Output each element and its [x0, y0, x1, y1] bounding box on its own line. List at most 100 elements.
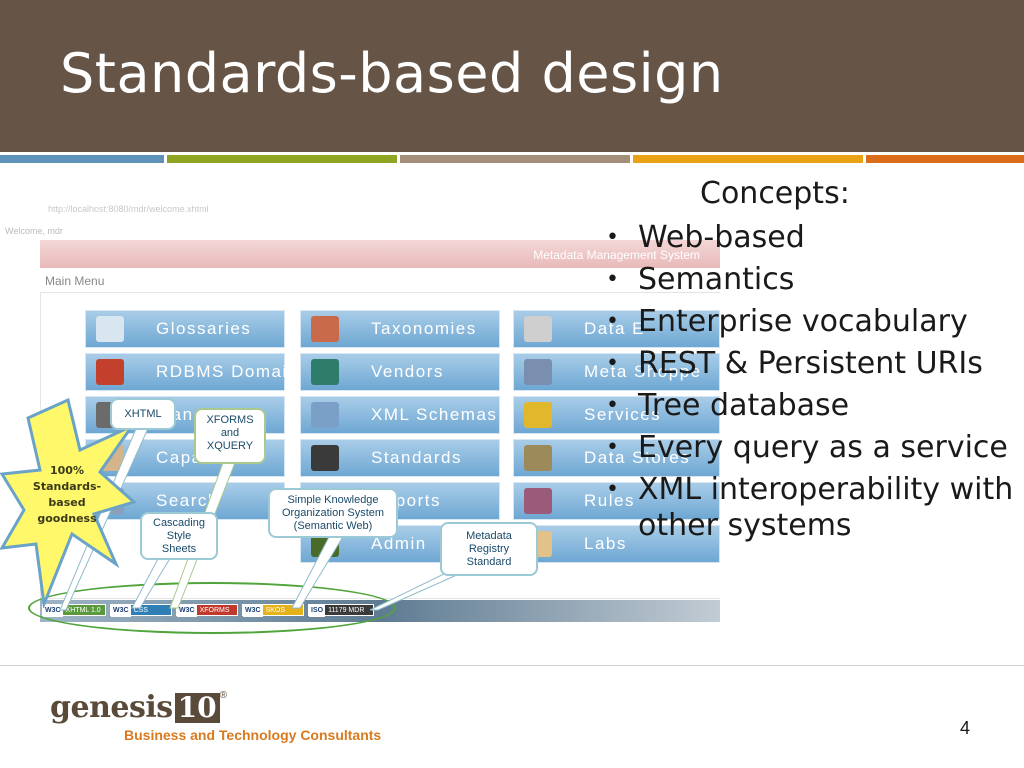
callout-xhtml-text: XHTML: [124, 408, 162, 420]
main-menu-label: Main Menu: [45, 274, 105, 288]
menu-button[interactable]: Glossaries: [85, 310, 285, 348]
menu-button-label: Standards: [371, 448, 462, 467]
menu-button[interactable]: Taxonomies: [300, 310, 500, 348]
standards-icon: [311, 445, 339, 471]
starburst-icon: [0, 398, 136, 608]
menu-button-label: XML Schemas: [371, 405, 498, 424]
concept-text: Enterprise vocabulary: [638, 304, 968, 339]
footer-divider: [0, 665, 1024, 666]
callout-css-line-2: Style: [166, 530, 192, 542]
list-item: • Tree database: [606, 388, 1016, 424]
menu-button-label: Services: [584, 405, 662, 424]
starburst-label: 100% Standards- based goodness: [22, 463, 112, 527]
menu-button[interactable]: Vendors: [300, 353, 500, 391]
menu-button[interactable]: Data E: [513, 310, 720, 348]
list-item: • Semantics: [606, 262, 1016, 298]
service-icon: [524, 402, 552, 428]
list-item: • REST & Persistent URIs: [606, 346, 1016, 382]
callout-css-line-1: Cascading: [153, 517, 205, 529]
menu-button[interactable]: Rules: [513, 482, 720, 520]
callout-xforms: XFORMS and XQUERY: [194, 408, 266, 464]
datastore-icon: [524, 445, 552, 471]
starburst-line-2: Standards-: [32, 480, 102, 493]
company-tagline: Business and Technology Consultants: [124, 727, 382, 743]
menu-button-label: Admin: [371, 534, 427, 553]
stripe-blue: [0, 155, 164, 163]
stripe-gold: [633, 155, 863, 163]
app-title: Metadata Management System: [533, 248, 700, 262]
callout-mdr-line-1: Metadata: [466, 530, 512, 542]
menu-button-label: RDBMS Domains: [156, 362, 309, 381]
menu-button-label: Data E: [584, 319, 645, 338]
menu-button-label: Meta Shoppe: [584, 362, 702, 381]
menu-button[interactable]: Services: [513, 396, 720, 434]
callout-xforms-line-3: XQUERY: [206, 440, 254, 452]
callout-mdr-line-2: Registry: [468, 543, 510, 555]
starburst-line-3: based: [48, 496, 86, 509]
menu-button[interactable]: Labs: [513, 525, 720, 563]
callout-skos-line-3: (Semantic Web): [293, 520, 373, 532]
callout-mdr: Metadata Registry Standard: [440, 522, 538, 576]
menu-button-label: Taxonomies: [371, 319, 477, 338]
concepts-heading: Concepts:: [700, 176, 850, 211]
url-text: http://localhost:8080/mdr/welcome.xhtml: [48, 204, 209, 214]
concept-text: Tree database: [638, 388, 850, 423]
callout-mdr-line-3: Standard: [466, 556, 512, 568]
welcome-text: Welcome, mdr: [5, 226, 63, 236]
list-item: • Web-based: [606, 220, 1016, 256]
callout-xforms-line-1: XFORMS: [206, 414, 254, 426]
menu-button-label: Search: [156, 491, 219, 510]
logo-registered-mark: ®: [219, 690, 227, 701]
app-header: Metadata Management System: [40, 240, 720, 268]
menu-button-label: Labs: [584, 534, 627, 553]
starburst-line-4: goodness: [37, 512, 97, 525]
cart-icon: [524, 359, 552, 385]
schema-icon: [311, 402, 339, 428]
callout-css: Cascading Style Sheets: [140, 512, 218, 560]
bullet-icon: •: [606, 225, 619, 250]
concept-text: REST & Persistent URIs: [638, 346, 983, 381]
menu-button[interactable]: RDBMS Domains: [85, 353, 307, 391]
bullet-icon: •: [606, 477, 619, 502]
logo-word: genesis: [50, 690, 173, 725]
book-icon: [96, 316, 124, 342]
list-item: •Enterprise vocabulary: [606, 304, 1016, 340]
stripe-orange: [866, 155, 1024, 163]
page-number: 4: [960, 718, 971, 738]
vendor-icon: [311, 359, 339, 385]
menu-button[interactable]: Standards: [300, 439, 500, 477]
bullet-icon: •: [606, 267, 619, 292]
slide-title: Standards-based design: [60, 42, 724, 105]
menu-button[interactable]: Data Stores: [513, 439, 720, 477]
rules-icon: [524, 488, 552, 514]
menu-button[interactable]: Meta Shoppe: [513, 353, 720, 391]
stripe-taupe: [400, 155, 630, 163]
logo-number: 10: [174, 693, 220, 723]
menu-button-label: Data Stores: [584, 448, 691, 467]
concepts-list: •Web-based •Semantics •Enterprise vocabu…: [606, 220, 1016, 550]
title-bar: Standards-based design: [0, 0, 1024, 152]
bullet-icon: •: [606, 435, 619, 460]
bullet-icon: •: [606, 351, 619, 376]
blocks-icon: [311, 316, 339, 342]
callout-skos-line-1: Simple Knowledge: [287, 494, 379, 506]
starburst-line-1: 100%: [50, 464, 84, 477]
callout-xforms-line-2: and: [220, 427, 240, 439]
concept-text: Semantics: [638, 262, 795, 297]
list-item: • Every query as a service: [606, 430, 1016, 466]
concept-text: Every query as a service: [638, 430, 1008, 465]
columns-icon: [96, 359, 124, 385]
menu-button[interactable]: XML Schemas: [300, 396, 500, 434]
menu-button-label: Glossaries: [156, 319, 252, 338]
bullet-icon: •: [606, 393, 619, 418]
color-stripes: [0, 155, 1024, 163]
callout-skos: Simple Knowledge Organization System (Se…: [268, 488, 398, 538]
concept-text: Web-based: [638, 220, 805, 255]
callout-css-line-3: Sheets: [161, 543, 197, 555]
browser-url-bar: http://localhost:8080/mdr/welcome.xhtml: [0, 198, 720, 220]
menu-button-label: Rules: [584, 491, 635, 510]
concept-text: XML interoperability with other systems: [638, 472, 1014, 543]
callout-xhtml: XHTML: [110, 398, 176, 430]
hash-icon: [524, 316, 552, 342]
